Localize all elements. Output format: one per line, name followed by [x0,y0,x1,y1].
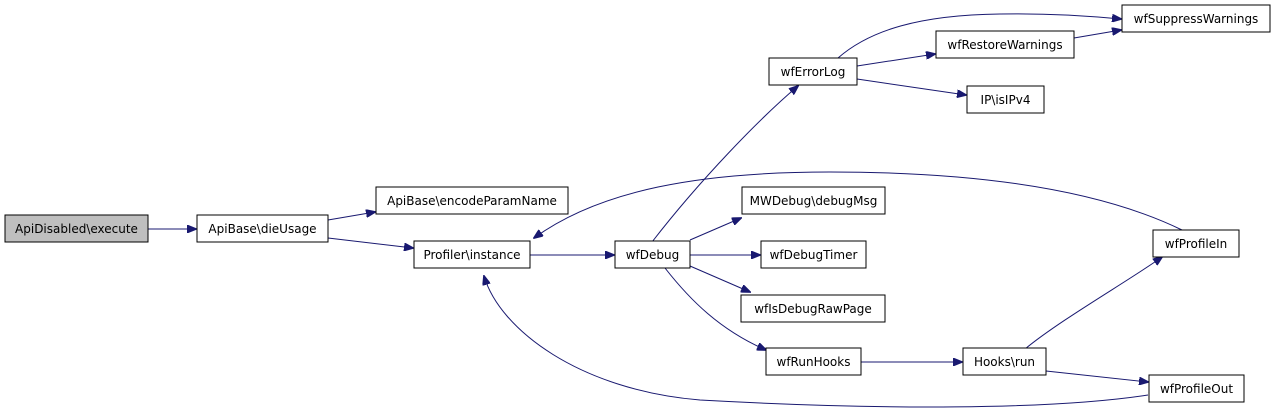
edge-wfdebug-wferrorlog [651,86,798,243]
node-wfprofilein[interactable]: wfProfileIn [1152,229,1240,258]
node-label: wfRestoreWarnings [947,38,1062,52]
edge-wferrorlog-wfrestorewarnings [856,54,935,67]
node-label: Hooks\run [974,355,1035,369]
node-wfrunhooks[interactable]: wfRunHooks [765,347,862,376]
nodes: ApiDisabled\execute ApiBase\dieUsage Api… [4,4,1271,403]
edges [148,13,1183,408]
edge-hooks_run-wfprofileout [1045,370,1148,382]
node-label: ApiBase\dieUsage [208,222,316,236]
node-label: Profiler\instance [423,248,520,262]
node-wfprofileout[interactable]: wfProfileOut [1148,374,1245,403]
node-mwdebug_debugmsg[interactable]: MWDebug\debugMsg [741,186,886,215]
edge-wfrestorewarnings-wfsuppresswarnings [1073,30,1121,39]
node-label: wfProfileIn [1165,237,1228,251]
edge-apibase_dieusage-profiler_instance [327,237,413,248]
node-label: wfDebug [626,248,680,262]
edge-wfprofileout-profiler_instance [484,276,1149,408]
node-wfrestorewarnings[interactable]: wfRestoreWarnings [935,30,1075,59]
node-wfdebug[interactable]: wfDebug [614,240,691,269]
node-profiler_instance[interactable]: Profiler\instance [413,240,531,269]
node-label: wfIsDebugRawPage [754,302,872,316]
edge-wfprofilein-profiler_instance [534,171,1183,238]
node-wferrorlog[interactable]: wfErrorLog [768,57,858,86]
node-wfsuppresswarnings[interactable]: wfSuppressWarnings [1121,4,1271,33]
node-label: IP\isIPv4 [981,93,1031,107]
node-label: wfErrorLog [781,65,846,79]
node-wfisdebugrawpage[interactable]: wfIsDebugRawPage [740,294,886,323]
node-apibase_dieusage[interactable]: ApiBase\dieUsage [196,214,329,243]
node-label: ApiDisabled\execute [15,222,138,236]
node-wfdebugtimer[interactable]: wfDebugTimer [760,240,867,269]
node-label: wfDebugTimer [770,248,858,262]
node-label: wfSuppressWarnings [1134,12,1259,26]
edge-apibase_dieusage-apibase_encodeparamname [327,212,375,221]
node-label: MWDebug\debugMsg [750,194,878,208]
edge-wfdebug-wfrunhooks [664,267,766,350]
node-label: ApiBase\encodeParamName [387,194,557,208]
node-label: wfRunHooks [777,355,851,369]
node-apidisabled_execute[interactable]: ApiDisabled\execute [4,214,149,243]
edge-hooks_run-wfprofilein [1024,257,1162,350]
edge-wfdebug-mwdebug_debugmsg [689,218,741,241]
node-apibase_encodeparamname[interactable]: ApiBase\encodeParamName [375,186,569,215]
node-hooks_run[interactable]: Hooks\run [962,347,1047,376]
edge-wferrorlog-ip_isipv4 [856,78,966,95]
edge-wfdebug-wfisdebugrawpage [689,265,750,292]
edge-wferrorlog-wfsuppresswarnings [837,13,1121,59]
node-ip_isipv4[interactable]: IP\isIPv4 [966,85,1045,114]
node-label: wfProfileOut [1160,382,1233,396]
